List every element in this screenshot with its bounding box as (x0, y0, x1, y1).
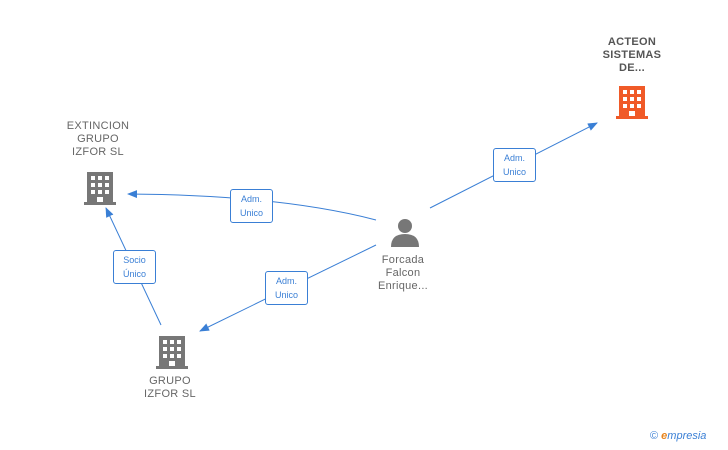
brand-watermark: © empresia (650, 430, 706, 442)
building-icon[interactable] (616, 84, 648, 120)
node-label-extincion: EXTINCION GRUPO IZFOR SL (66, 120, 130, 158)
node-label-grupo: GRUPO IZFOR SL (144, 375, 196, 400)
edge-label-person-grupo: Adm. Unico (265, 271, 308, 305)
edge-label-person-extincion: Adm. Unico (230, 189, 273, 223)
brand-logo-text: mpresia (667, 430, 707, 442)
building-icon[interactable] (84, 170, 116, 206)
edge-label-person-acteon: Adm. Unico (493, 148, 536, 182)
node-label-acteon: ACTEON SISTEMAS DE... (602, 36, 662, 74)
brand-logo-initial: e (661, 430, 668, 442)
node-label-person: Forcada Falcon Enrique... (377, 254, 429, 292)
edge-label-grupo-extincion: Socio Único (113, 250, 156, 284)
person-icon[interactable] (389, 216, 421, 248)
building-icon[interactable] (156, 334, 188, 370)
copyright-symbol: © (650, 430, 659, 442)
